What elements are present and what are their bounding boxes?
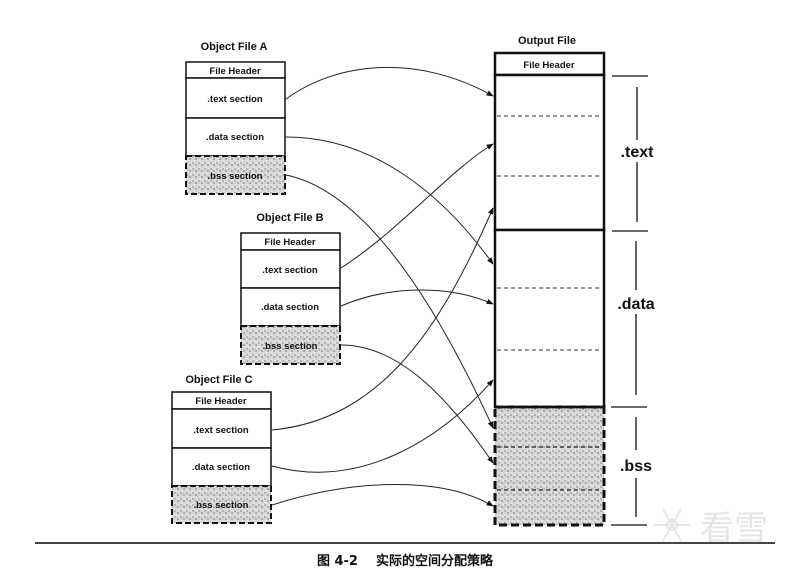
arrow-c-data <box>271 379 494 473</box>
segment-label-text: .text <box>621 144 655 161</box>
segment-label-bss: .bss <box>620 458 652 475</box>
arrow-c-bss <box>271 484 494 507</box>
object-file-b-title: Object File B <box>256 212 323 224</box>
arrow-a-text <box>285 67 494 100</box>
object-file-a-title: Object File A <box>201 41 268 53</box>
output-data-region <box>493 228 606 409</box>
object-file-b-header-label: File Header <box>264 237 316 248</box>
object-file-b-text-label: .text section <box>262 265 318 276</box>
segment-label-data: .data <box>617 296 654 313</box>
object-file-a-text-section <box>185 77 286 119</box>
object-file-a-bss-section <box>185 155 286 195</box>
object-file-a-text-label: .text section <box>207 94 263 105</box>
output-bss-region <box>493 405 606 527</box>
object-file-c-bss-section <box>171 485 272 524</box>
output-file-title: Output File <box>518 35 576 47</box>
object-file-b: Object File B File Header .text section … <box>240 212 341 365</box>
object-file-c-text-label: .text section <box>193 425 249 436</box>
object-file-c-title: Object File C <box>185 374 252 386</box>
object-file-c-bss-label: .bss section <box>194 500 249 511</box>
arrow-a-bss <box>285 174 494 429</box>
object-file-a-bss-label: .bss section <box>208 171 263 182</box>
object-file-a: Object File A File Header .text section … <box>185 41 286 195</box>
object-file-c-data-section <box>171 447 272 487</box>
segment-brackets <box>611 75 648 526</box>
object-file-c: Object File C File Header .text section … <box>171 374 272 524</box>
output-file: Output File File Header <box>493 35 606 527</box>
object-file-b-bss-label: .bss section <box>263 341 318 352</box>
figure-caption: 图 4-2 实际的空间分配策略 <box>317 553 494 569</box>
arrow-b-data <box>340 289 494 307</box>
output-text-region <box>493 73 606 232</box>
object-file-c-header-label: File Header <box>195 396 247 407</box>
object-file-b-data-label: .data section <box>261 302 319 313</box>
arrow-b-text <box>340 143 494 269</box>
arrow-c-text <box>271 207 494 431</box>
mapping-arrows <box>271 67 494 507</box>
object-file-a-data-label: .data section <box>206 132 264 143</box>
arrow-a-data <box>285 136 494 265</box>
snowflake-icon <box>654 508 690 542</box>
object-file-c-data-label: .data section <box>192 462 250 473</box>
object-file-b-bss-section <box>240 325 341 365</box>
object-file-c-text-section <box>171 408 272 449</box>
object-file-b-data-section <box>240 287 341 327</box>
object-file-a-data-section <box>185 117 286 157</box>
output-file-header-label: File Header <box>523 60 575 71</box>
arrow-b-bss <box>340 344 494 464</box>
object-file-a-header-label: File Header <box>209 66 261 77</box>
